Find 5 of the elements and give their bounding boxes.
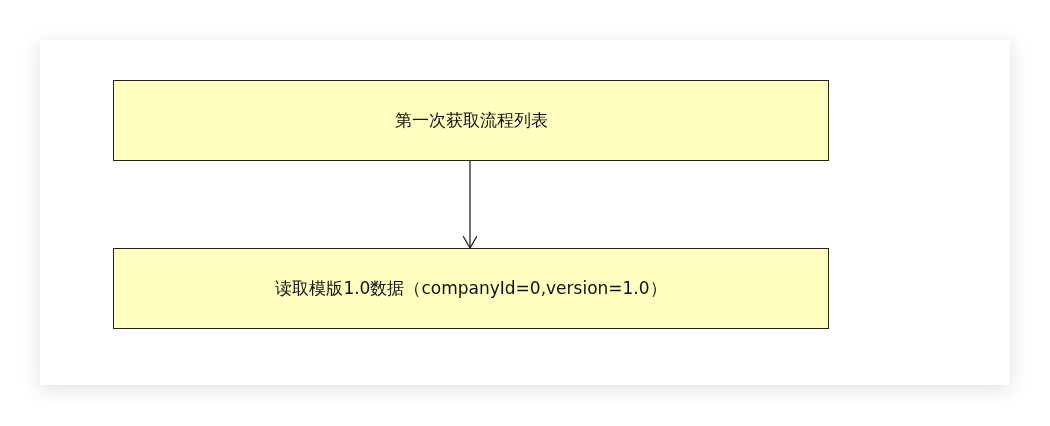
process-box: [113, 248, 829, 329]
process-box: [113, 80, 829, 161]
box-label: 第一次获取流程列表: [394, 109, 548, 132]
box-label: 读取模版1.0数据（companyId=0,version=1.0）: [275, 277, 667, 300]
arrow: [462, 160, 478, 249]
